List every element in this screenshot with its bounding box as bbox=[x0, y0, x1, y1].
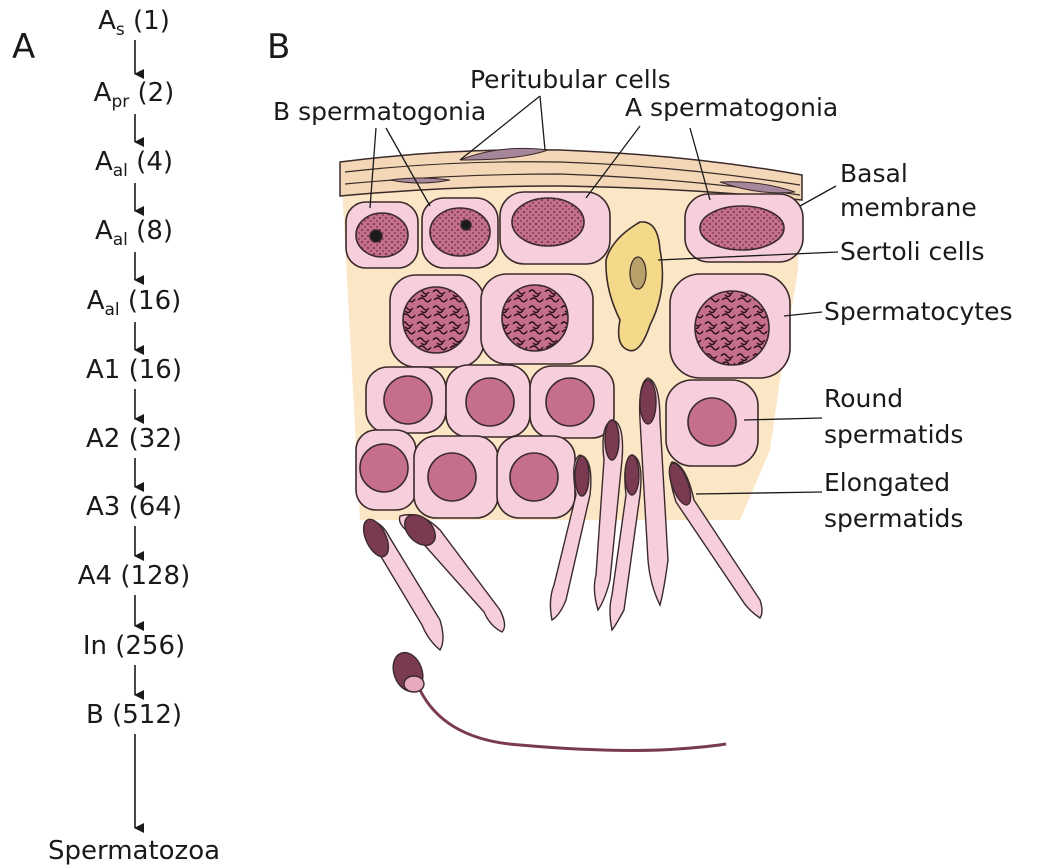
spermatozoon bbox=[388, 648, 726, 750]
sertoli-nucleus bbox=[630, 257, 646, 289]
